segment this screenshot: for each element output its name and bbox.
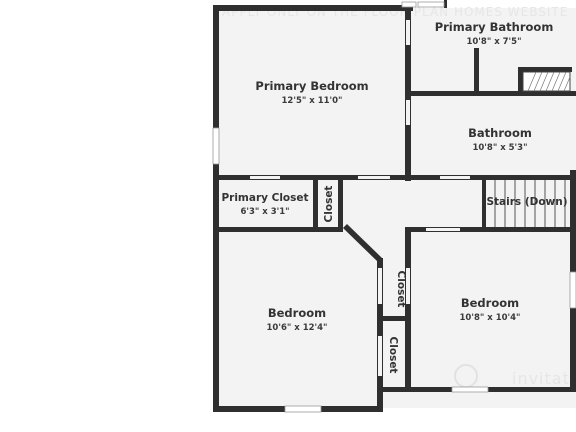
room-name: Bedroom — [461, 296, 519, 310]
bathroom-label: Bathroom 10'8" x 5'3" — [468, 126, 532, 153]
floors — [216, 8, 576, 408]
closet-lower-label: Closet — [387, 337, 399, 374]
room-name: Bedroom — [268, 306, 326, 320]
room-name: Primary Closet — [221, 192, 308, 204]
primary-closet-label: Primary Closet 6'3" x 3'1" — [221, 192, 308, 217]
tub-hatch — [522, 71, 571, 92]
closet-upper-label: Closet — [323, 186, 335, 223]
closet-middle-label: Closet — [395, 271, 407, 308]
room-name: Bathroom — [468, 126, 532, 140]
stairs-treads — [494, 180, 566, 227]
bedroom-right-label: Bedroom 10'8" x 10'4" — [460, 296, 521, 323]
bedroom-left-label: Bedroom 10'6" x 12'4" — [267, 306, 328, 333]
room-name: Primary Bedroom — [255, 79, 368, 93]
primary-bedroom-label: Primary Bedroom 12'5" x 11'0" — [255, 79, 368, 106]
walls — [213, 0, 576, 412]
room-dimensions: 10'8" x 5'3" — [472, 143, 527, 153]
room-name: Closet — [387, 337, 399, 374]
door-openings — [250, 20, 470, 376]
primary-bathroom-label: Primary Bathroom 10'8" x 7'5" — [435, 20, 554, 47]
room-dimensions: 12'5" x 11'0" — [282, 96, 343, 106]
stairs-label: Stairs (Down) — [486, 196, 567, 208]
room-name: Primary Bathroom — [435, 20, 554, 34]
room-name: Stairs (Down) — [486, 196, 567, 208]
room-dimensions: 10'6" x 12'4" — [267, 323, 328, 333]
room-dimensions: 10'8" x 7'5" — [466, 37, 521, 47]
room-dimensions: 6'3" x 3'1" — [240, 207, 289, 217]
windows — [212, 1, 576, 413]
room-name: Closet — [395, 271, 407, 308]
room-name: Closet — [323, 186, 335, 223]
watermark-brand: invitati — [512, 369, 575, 388]
room-dimensions: 10'8" x 10'4" — [460, 313, 521, 323]
